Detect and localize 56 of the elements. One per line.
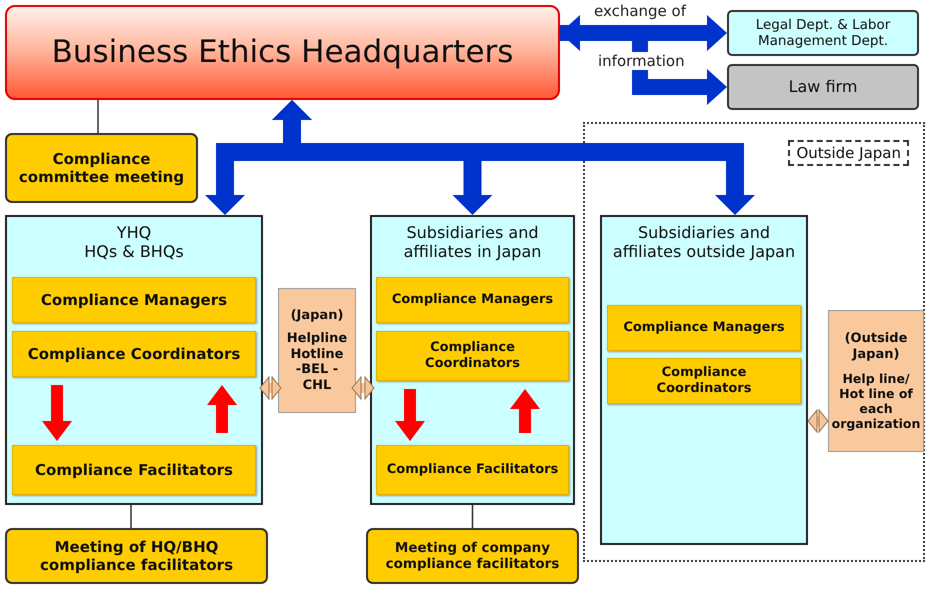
box-label: Compliance Coordinators: [26, 345, 242, 363]
role-box: [376, 445, 569, 495]
note-text: exchange of: [592, 2, 688, 20]
role-box: [376, 331, 569, 381]
box-label: Compliance Managers: [40, 291, 228, 309]
arrow: [560, 25, 727, 105]
role-box: [376, 277, 569, 323]
box-label: Compliance Managers: [390, 292, 554, 308]
arrow: [42, 385, 72, 441]
box-label: Compliance Coordinators: [424, 340, 521, 372]
region-label: Outside Japan: [788, 140, 909, 166]
role-box: [12, 445, 256, 495]
box-label: Meeting of company compliance facilitators: [384, 540, 560, 572]
meeting-box: [5, 133, 198, 203]
role-box: [607, 358, 801, 404]
helpline-text: Helpline Hotline -BEL -CHL: [286, 331, 348, 394]
connector-line: [97, 100, 99, 133]
panel-heading: Subsidiaries and affiliates in Japan: [402, 223, 542, 262]
box-label: Business Ethics Headquarters: [50, 34, 514, 72]
panel-heading: HQs & BHQs: [83, 242, 185, 262]
role-box: [607, 305, 801, 351]
arrow: [352, 376, 374, 400]
connector-line: [472, 505, 474, 528]
arrow: [395, 389, 425, 441]
organization-panel: [5, 215, 263, 505]
panel-heading: Subsidiaries and affiliates outside Japan: [612, 223, 796, 262]
box-label: Compliance Facilitators: [34, 461, 234, 479]
role-box: [12, 331, 256, 377]
meeting-box: [5, 528, 268, 584]
arrow: [510, 389, 540, 433]
headquarters-box: [5, 5, 560, 100]
law-firm-box: [727, 64, 919, 110]
panel-heading: YHQ: [116, 223, 152, 242]
connector-line: [130, 505, 132, 528]
organization-panel: [600, 215, 808, 545]
helpline-text: (Japan): [290, 308, 344, 324]
region-outline: [583, 122, 925, 562]
role-box: [12, 277, 256, 323]
arrow: [207, 385, 237, 433]
box-label: Legal Dept. & Labor Management Dept.: [754, 16, 892, 50]
arrow: [260, 376, 282, 400]
box-label: Compliance Coordinators: [656, 365, 752, 397]
helpline-text: (Outside Japan): [844, 331, 908, 363]
box-label: Meeting of HQ/BHQ compliance facilitators: [39, 538, 234, 574]
box-label: Law firm: [788, 77, 858, 97]
box-label: Compliance Facilitators: [386, 462, 560, 478]
helpline-text: Help line/ Hot line of each organization: [830, 370, 922, 431]
helpline-box: [278, 288, 356, 413]
box-label: Compliance committee meeting: [18, 150, 186, 186]
arrow: [272, 100, 755, 215]
department-box: [727, 10, 919, 56]
meeting-box: [366, 528, 579, 584]
helpline-box: [828, 310, 924, 452]
arrow: [808, 410, 828, 432]
box-label: Compliance Managers: [622, 320, 786, 336]
organization-panel: [370, 215, 575, 505]
